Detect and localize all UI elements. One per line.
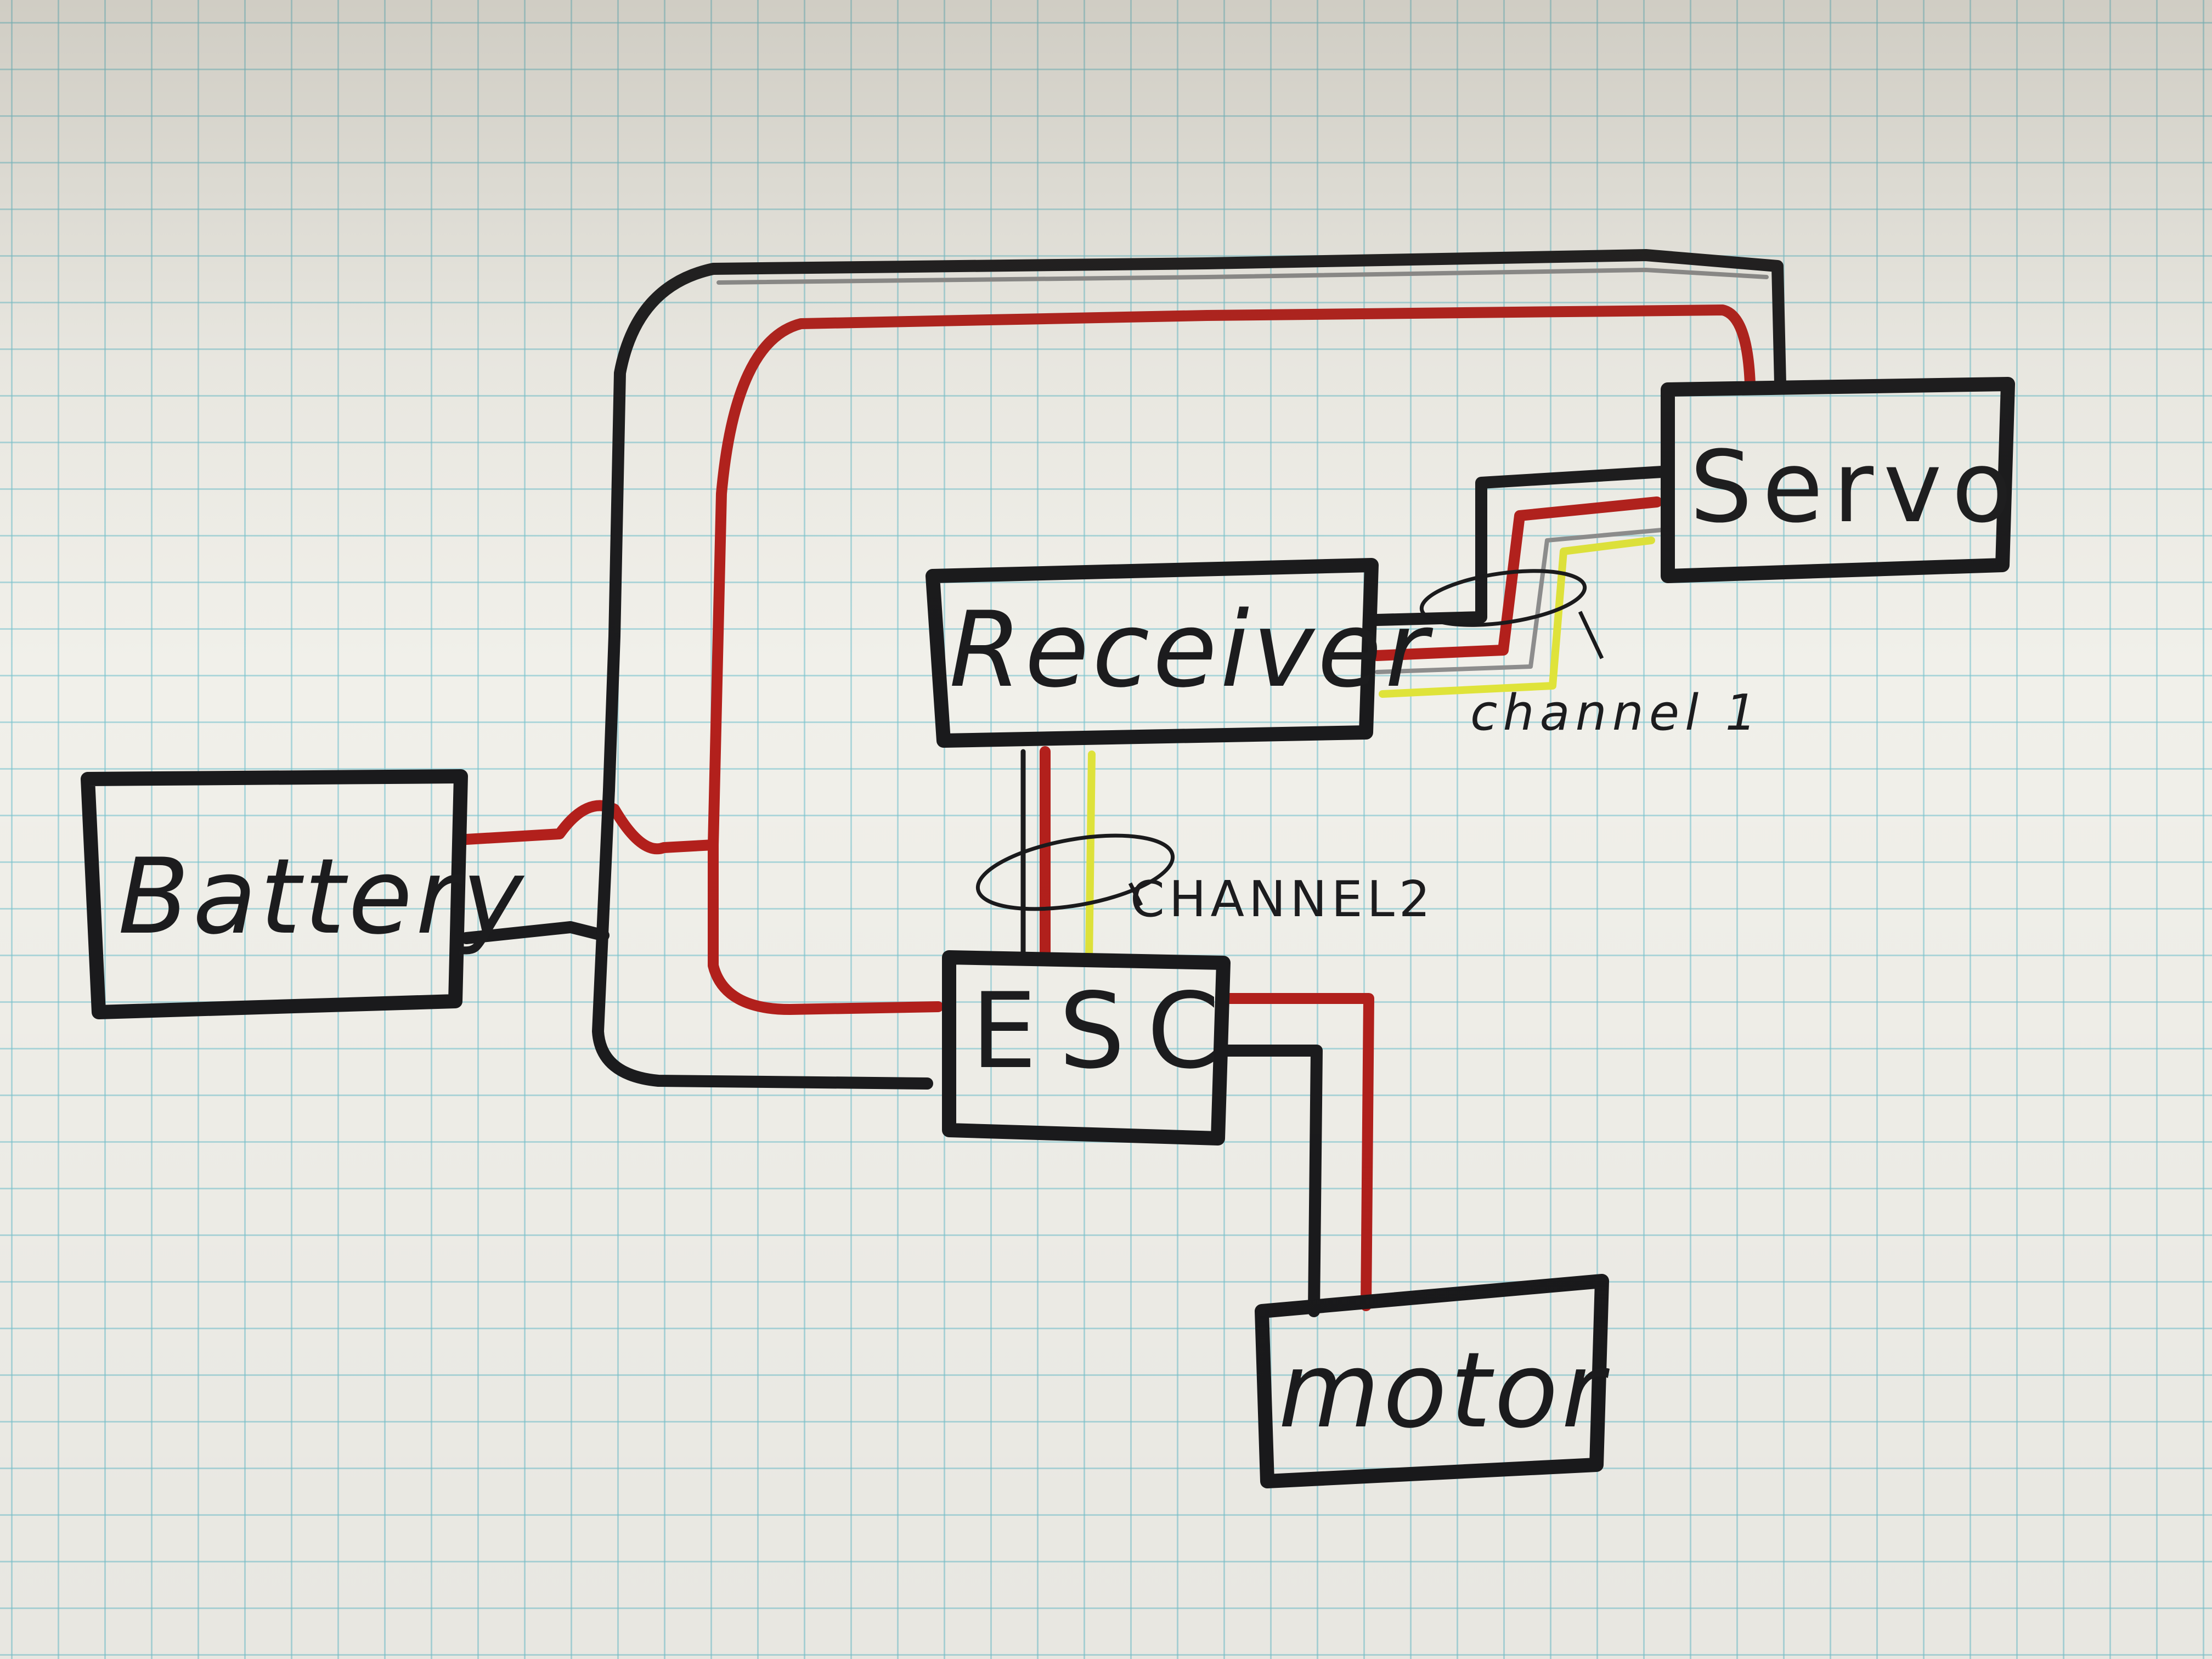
wire-battery-red-out — [461, 800, 719, 855]
battery-label: Battery — [118, 836, 527, 957]
wire-battery-esc-red — [708, 839, 944, 1015]
receiver-box — [926, 558, 1379, 748]
servo-label: Servo — [1690, 430, 2022, 545]
wire-battery-servo-red — [708, 304, 1756, 850]
motor-box — [1255, 1274, 1609, 1488]
wire-esc-motor-black — [1217, 1045, 1323, 1317]
esc-box — [942, 950, 1231, 1146]
wire-servo-black-shadow — [716, 268, 1769, 285]
wire-battery-black-out — [460, 921, 610, 944]
channel2-label: CHANNEL2 — [1130, 871, 1435, 928]
motor-label: motor — [1278, 1330, 1610, 1451]
channel1-pointer — [1578, 611, 1604, 659]
wire-battery-servo-black — [603, 249, 1786, 796]
channel1-label: channel 1 — [1470, 684, 1762, 742]
servo-box — [1661, 377, 2015, 583]
channel1-loop — [1419, 569, 1587, 627]
wire-battery-esc-black — [592, 784, 933, 1090]
esc-label: ESC — [971, 970, 1242, 1092]
wire-ch1-yellow — [1379, 537, 1655, 698]
wire-ch1-grey — [1375, 527, 1670, 674]
wire-ch1-red — [1372, 496, 1662, 661]
wire-ch2-yellow — [1085, 751, 1096, 964]
channel2-loop — [975, 833, 1175, 911]
battery-box — [81, 769, 468, 1019]
channel2-pointer — [1128, 882, 1143, 906]
wire-esc-motor-red — [1218, 993, 1374, 1311]
receiver-label: Receiver — [949, 589, 1433, 710]
